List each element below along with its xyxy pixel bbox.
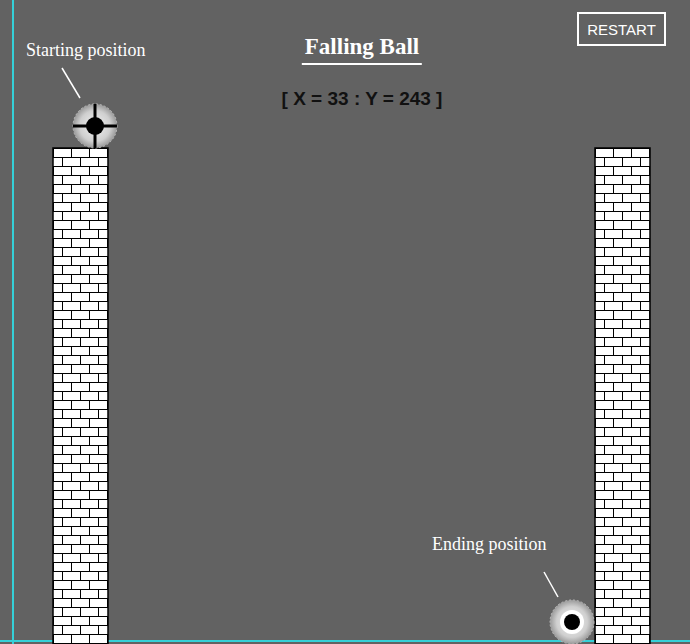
brick-column [53, 148, 108, 644]
position-label: Ending position [432, 534, 547, 555]
left-boundary [12, 0, 14, 644]
end-ball [550, 600, 594, 644]
restart-button: RESTART [577, 12, 666, 46]
position-label: Starting position [26, 40, 146, 61]
coordinate-readout: [ X = 33 : Y = 243 ] [282, 88, 443, 110]
brick-column [595, 148, 650, 644]
leader-line [62, 68, 80, 98]
start-ball [73, 104, 117, 148]
leader-line [544, 572, 558, 597]
button-label: RESTART [587, 21, 656, 38]
game-title: Falling Ball [302, 34, 422, 65]
